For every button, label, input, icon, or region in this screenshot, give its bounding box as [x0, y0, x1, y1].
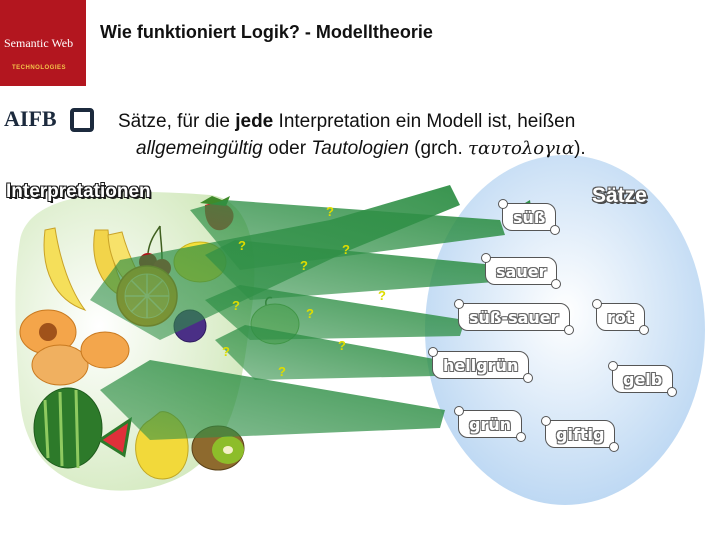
question-mark: ? [306, 306, 314, 321]
question-mark: ? [338, 338, 346, 353]
sentence-scroll: sauer [480, 253, 562, 289]
logo-subtext: TECHNOLOGIES [12, 65, 67, 71]
sentences-label: Sätze [592, 184, 647, 207]
question-mark: ? [278, 364, 286, 379]
scroll-text: rot [607, 308, 634, 327]
interpretations-label: Interpretationen [6, 181, 151, 202]
question-mark: ? [326, 204, 334, 219]
question-mark: ? [232, 298, 240, 313]
aifb-square-icon [70, 108, 94, 132]
scroll-text: sauer [496, 262, 547, 281]
bold-span: jede [235, 111, 274, 132]
scroll-text: süß [513, 208, 546, 227]
sentence-scroll: gelb [607, 361, 678, 397]
question-mark: ? [342, 242, 350, 257]
scroll-text: giftig [556, 425, 605, 444]
text-span: Sätze, für die [118, 111, 236, 132]
question-mark: ? [378, 288, 386, 303]
scroll-text: hellgrün [443, 356, 519, 375]
scroll-text: grün [469, 415, 512, 434]
question-mark: ? [300, 258, 308, 273]
text-span: oder [262, 138, 312, 159]
scroll-text: gelb [623, 370, 663, 389]
sentence-scroll: grün [453, 406, 527, 442]
greek-span: ταυτολογια [468, 138, 575, 159]
text-span: ). [574, 138, 586, 159]
text-span: (grch. [408, 138, 469, 159]
sentence-scroll: giftig [540, 416, 620, 452]
slide-title: Wie funktioniert Logik? - Modelltheorie [100, 22, 433, 42]
sentence-scroll: rot [592, 299, 649, 335]
question-mark: ? [222, 344, 230, 359]
scroll-text: süß-sauer [469, 308, 559, 327]
semantic-web-logo: Semantic Web TECHNOLOGIES [0, 0, 86, 86]
logo-text: Semantic Web [4, 36, 74, 50]
sentence-scroll: hellgrün [427, 347, 534, 383]
sentence-scroll: süß [497, 199, 561, 235]
question-mark: ? [238, 238, 246, 253]
italic-span: Tautologien [311, 138, 409, 159]
sentence-scroll: süß-sauer [454, 299, 574, 335]
definition-text: Sätze, für die jede Interpretation ein M… [118, 108, 718, 162]
aifb-text: AIFB [4, 106, 57, 131]
arrow-beams [90, 185, 532, 440]
text-span: Interpretation ein Modell ist, heißen [273, 111, 576, 132]
italic-span: allgemeingültig [136, 138, 263, 159]
